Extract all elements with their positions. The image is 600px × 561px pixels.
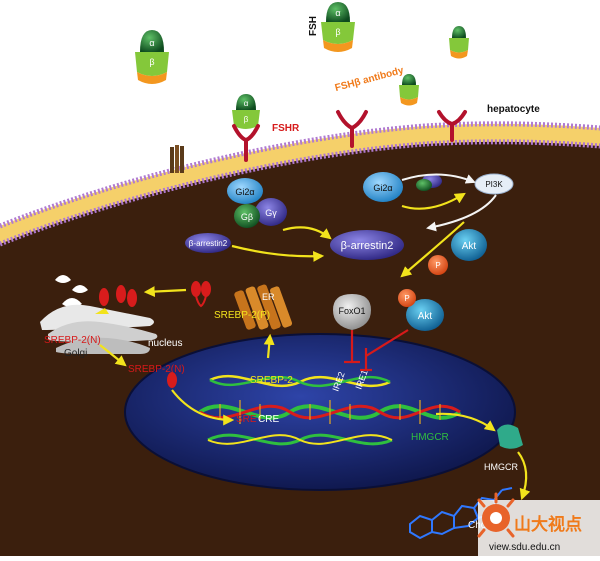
g-protein-complex: Gi2α Gγ Gβ xyxy=(227,178,287,228)
fshr-label: FSHR xyxy=(272,123,300,134)
fsh-molecule-4 xyxy=(399,74,419,106)
barrestin-active-label: β-arrestin2 xyxy=(341,240,394,252)
fsh-alpha-label-2: α xyxy=(335,8,340,18)
watermark: 山大视点 view.sdu.edu.cn xyxy=(477,492,600,556)
barrestin-inactive: β-arrestin2 xyxy=(185,233,231,253)
golgi-label: Golgi xyxy=(64,348,87,359)
nucleus xyxy=(124,333,516,491)
nucleus-label: nucleus xyxy=(148,338,182,349)
fsh-bound-beta: β xyxy=(244,115,249,124)
fsh-beta-label-2: β xyxy=(335,27,340,37)
gbeta-label: Gβ xyxy=(241,212,253,222)
phosphate-akt-label: P xyxy=(404,294,409,303)
phosphate-free: P xyxy=(428,255,448,275)
srebp2-golgi xyxy=(95,285,137,314)
cre-label: CRE xyxy=(258,414,279,425)
fsh-bound-alpha: α xyxy=(244,99,249,108)
fsh-bound: α β xyxy=(232,94,260,129)
pi3k-node: PI3K xyxy=(474,173,514,195)
fsh-beta-antibody-label: FSHβ antibody xyxy=(334,65,405,94)
srebp2-precursor xyxy=(191,281,211,308)
fsh-label: FSH xyxy=(308,16,319,36)
fsh-beta-label: β xyxy=(149,57,154,67)
gi2a-active: Gi2α xyxy=(363,172,442,202)
hmgcr-protein: HMGCR xyxy=(484,424,523,472)
gi2a-membrane-label: Gi2α xyxy=(235,187,254,197)
fshr-receptor xyxy=(232,124,260,162)
sre-label: SRE xyxy=(236,414,257,425)
fsh-molecule-2: α β xyxy=(321,2,355,52)
phosphorylation-arrows xyxy=(401,173,497,232)
gi2a-active-label: Gi2α xyxy=(373,183,392,193)
golgi-apparatus xyxy=(40,275,158,354)
srebp2-p-label: SREBP-2(P) xyxy=(214,310,270,321)
akt-top-label: Akt xyxy=(462,241,477,252)
activation-arrows xyxy=(99,192,531,501)
er-structure: ER xyxy=(234,284,293,330)
fshr-receptor-2 xyxy=(336,110,368,148)
ggamma-label: Gγ xyxy=(265,208,277,218)
pi3k-label: PI3K xyxy=(485,180,503,189)
dna-helix xyxy=(198,374,462,446)
fsh-molecule-1: α β xyxy=(135,30,169,84)
cholesterol-label: Cho xyxy=(468,520,487,531)
watermark-url: view.sdu.edu.cn xyxy=(489,542,560,553)
inhibition-lines xyxy=(344,329,409,372)
barrestin-active: β-arrestin2 xyxy=(330,230,404,260)
watermark-brand: 山大视点 xyxy=(514,514,582,534)
foxo1-label: FoxO1 xyxy=(338,306,365,316)
barrestin-inactive-label: β-arrestin2 xyxy=(189,239,228,248)
foxo1-node: FoxO1 xyxy=(333,294,371,330)
akt-bottom-label: Akt xyxy=(418,311,433,322)
hmgcr-gene-label: HMGCR xyxy=(411,432,449,443)
akt-top-node: Akt xyxy=(451,229,487,261)
hmgcr-protein-label: HMGCR xyxy=(484,462,518,472)
akt-bottom-node: Akt P xyxy=(398,289,444,331)
cell-membrane xyxy=(0,123,600,244)
hepatocyte-label: hepatocyte xyxy=(487,104,540,115)
fsh-molecule-3 xyxy=(449,26,469,59)
srebp2n-golgi-label: SREBP-2(N) xyxy=(44,335,101,346)
srebp2n-nucleus-label: SREBP-2(N) xyxy=(128,364,185,375)
srebp2-gene-label: SREBP-2 xyxy=(250,375,293,386)
er-label: ER xyxy=(262,292,275,302)
membrane-channel xyxy=(170,145,184,173)
fsh-alpha-label: α xyxy=(149,38,154,48)
phosphate-free-label: P xyxy=(435,261,440,270)
srebp2n-nucleus-marker xyxy=(167,372,177,388)
fshr-receptor-3 xyxy=(437,110,467,142)
